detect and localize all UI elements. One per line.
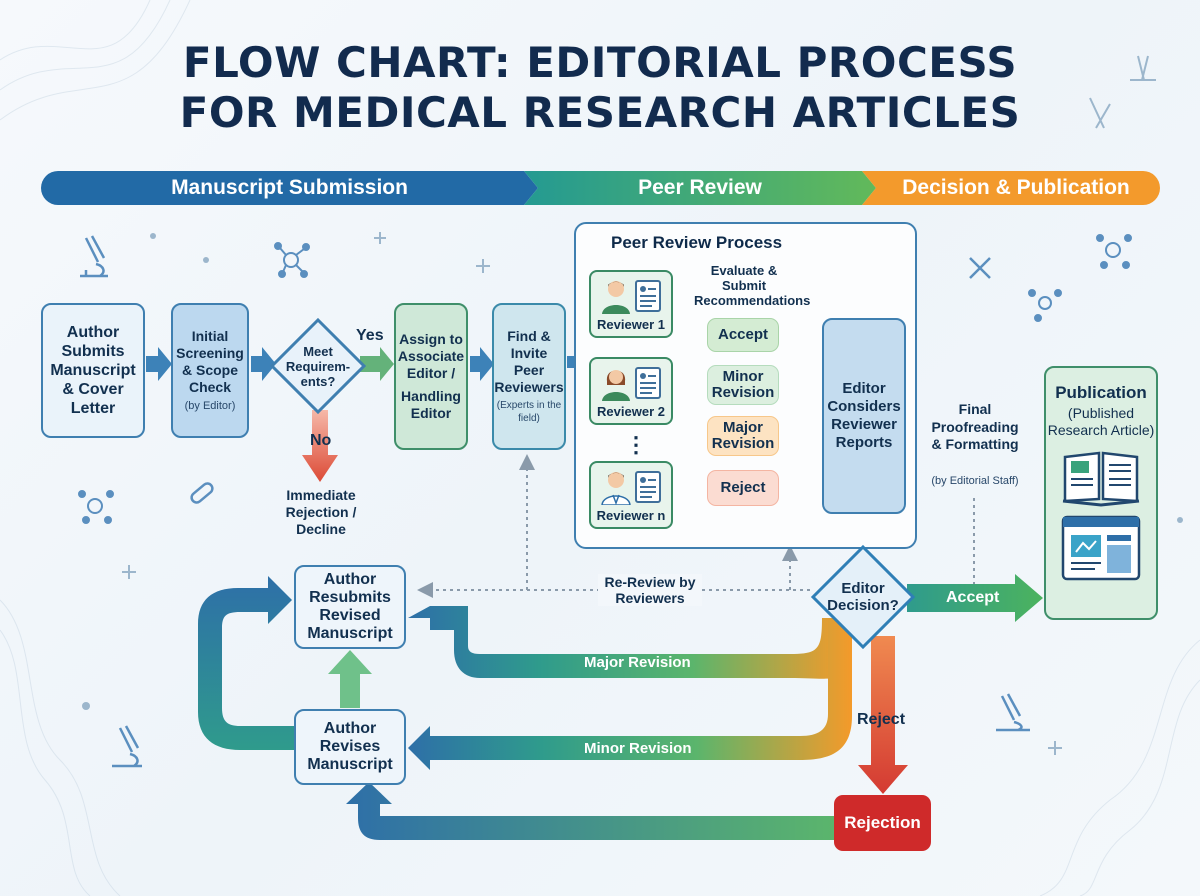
reject-recommendation: Reject xyxy=(707,470,779,506)
find-reviewers-label: Find & Invite Peer Reviewers xyxy=(494,328,564,395)
phase-label: Peer Review xyxy=(638,176,762,199)
meet-requirements-label: Meet Requirem-ents? xyxy=(285,343,351,389)
editor-decision-diamond: Editor Decision? xyxy=(810,544,916,650)
editor-considers-box: Editor Considers Reviewer Reports xyxy=(822,318,906,514)
reviewer-2-card: Reviewer 2 xyxy=(589,357,673,425)
reject-flow-label: Reject xyxy=(857,711,906,728)
reviewer-avatar-icon xyxy=(602,281,630,314)
dotted-lines xyxy=(417,454,975,598)
find-reviewers-note: (Experts in the field) xyxy=(496,400,562,424)
phase-label: Decision & Publication xyxy=(902,176,1130,199)
author-submits-label: Author Submits Manuscript & Cover Letter xyxy=(50,324,136,417)
reviewer-1-card: Reviewer 1 xyxy=(589,270,673,338)
find-reviewers-box: Find & Invite Peer Reviewers (Experts in… xyxy=(492,303,566,450)
reviewer-1-label: Reviewer 1 xyxy=(597,317,665,332)
minor-revision-flow-label: Minor Revision xyxy=(584,740,692,757)
yes-arrow xyxy=(360,347,394,381)
document-icon xyxy=(635,367,661,399)
no-label: No xyxy=(310,432,332,449)
reject-flow-arrow xyxy=(858,636,908,794)
immediate-rejection-label: Immediate Rejection / Decline xyxy=(285,487,357,537)
yes-label: Yes xyxy=(356,327,384,344)
document-icon xyxy=(635,471,661,503)
reviewer-avatar-icon xyxy=(602,370,630,401)
reviewer-n-card: Reviewer n xyxy=(589,461,673,529)
web-article-icon xyxy=(1061,515,1141,581)
author-resubmits-label: Author Resubmits Revised Manuscript xyxy=(307,571,393,642)
reviewer-avatar-icon xyxy=(601,472,631,505)
title-line-1: FLOW CHART: EDITORIAL PROCESS xyxy=(182,38,1018,87)
phase-band-submission: Manuscript Submission xyxy=(41,171,538,205)
plus-icon xyxy=(122,232,1062,755)
major-revision-loop xyxy=(408,606,846,679)
assign-editor-label-2: Handling Editor xyxy=(401,388,461,421)
author-revises-label: Author Revises Manuscript xyxy=(307,720,393,773)
assign-editor-box: Assign to Associate Editor / Handling Ed… xyxy=(394,303,468,450)
resubmit-outer-loop xyxy=(198,576,294,750)
publication-note: (Published Research Article) xyxy=(1047,405,1155,438)
minor-revision-recommendation: Minor Revision xyxy=(707,365,779,405)
major-revision-flow-label: Major Revision xyxy=(584,654,691,671)
molecule-icon xyxy=(274,242,310,278)
title-line-2: FOR MEDICAL RESEARCH ARTICLES xyxy=(179,88,1021,137)
page-title: FLOW CHART: EDITORIAL PROCESS FOR MEDICA… xyxy=(0,38,1200,138)
assign-editor-label-1: Assign to Associate Editor / xyxy=(397,331,465,381)
molecule-icon xyxy=(1028,289,1062,322)
book-icon xyxy=(1062,451,1140,507)
accept-recommendation: Accept xyxy=(707,318,779,352)
reviewer-n-label: Reviewer n xyxy=(596,508,666,523)
reviewer-2-label: Reviewer 2 xyxy=(597,404,665,419)
reviewer-ellipsis: ⋮ xyxy=(625,432,647,457)
evaluate-label: Evaluate & Submit Recommendations xyxy=(694,263,811,308)
microscope-icon xyxy=(996,693,1030,732)
rejection-return-loop xyxy=(346,782,834,840)
author-resubmits-box: Author Resubmits Revised Manuscript xyxy=(294,565,406,649)
initial-screening-label: Initial Screening & Scope Check xyxy=(176,328,244,395)
flask-icon xyxy=(1089,55,1156,129)
pill-icon xyxy=(190,257,991,504)
minor-revision-loop xyxy=(408,618,852,770)
initial-screening-note: (by Editor) xyxy=(184,400,236,412)
accept-flow-arrow xyxy=(907,574,1043,622)
author-revises-box: Author Revises Manuscript xyxy=(294,709,406,785)
rejection-box: Rejection xyxy=(834,795,931,851)
no-arrow xyxy=(302,410,338,482)
meet-requirements-diamond: Meet Requirem-ents? xyxy=(270,318,366,414)
accept-flow-label: Accept xyxy=(946,589,1000,606)
publication-box: Publication (Published Research Article) xyxy=(1044,366,1158,620)
molecule-icon xyxy=(1096,234,1132,269)
phase-band-decision: Decision & Publication xyxy=(862,171,1160,205)
phase-band-peer-review: Peer Review xyxy=(524,171,876,205)
editor-considers-label: Editor Considers Reviewer Reports xyxy=(827,380,901,451)
phase-label: Manuscript Submission xyxy=(171,176,408,199)
editor-decision-label: Editor Decision? xyxy=(827,580,899,614)
revises-to-resubmits-arrow xyxy=(328,650,372,708)
final-proof-note: (by Editorial Staff) xyxy=(931,475,1019,487)
rereview-label: Re-Review by Reviewers xyxy=(598,574,702,606)
major-revision-recommendation: Major Revision xyxy=(707,416,779,456)
molecule-icon xyxy=(78,490,114,524)
document-icon xyxy=(635,280,661,312)
microscope-icon xyxy=(112,725,142,768)
author-submits-box: Author Submits Manuscript & Cover Letter xyxy=(41,303,145,438)
final-proof-label: Final Proofreading & Formatting xyxy=(931,401,1019,452)
microscope-icon xyxy=(80,235,108,278)
publication-label: Publication xyxy=(1055,383,1147,402)
peer-review-title: Peer Review Process xyxy=(611,233,783,252)
initial-screening-box: Initial Screening & Scope Check (by Edit… xyxy=(171,303,249,438)
